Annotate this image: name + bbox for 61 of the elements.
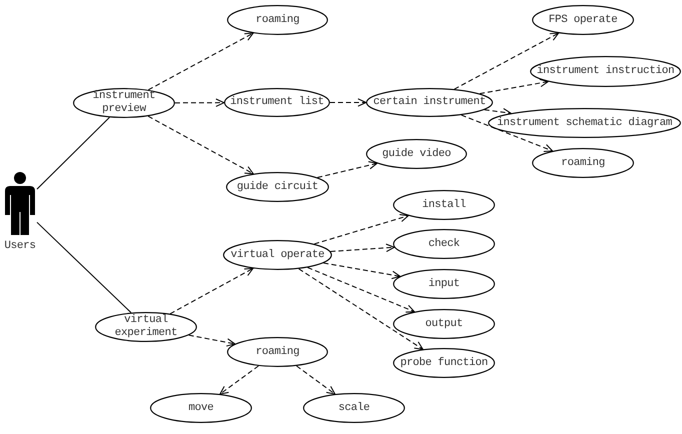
dashed-arrow — [307, 267, 415, 313]
dashed-arrow — [314, 214, 409, 244]
dashed-arrow — [174, 98, 224, 107]
use-case-ellipse — [95, 312, 197, 342]
use-case-label: virtual experiment — [114, 314, 178, 340]
use-case-label: guide video — [382, 148, 451, 160]
actor-label: Users — [4, 240, 36, 252]
use-case-label: check — [428, 238, 460, 250]
use-case-ellipse — [226, 172, 329, 202]
dashed-arrow — [220, 365, 259, 395]
use-case-label: certain instrument — [373, 96, 486, 109]
use-case-label: roaming — [256, 346, 300, 358]
use-case-ellipse — [393, 309, 495, 339]
use-case-label: instrument schematic diagram — [496, 116, 672, 130]
dashed-arrow — [148, 32, 254, 90]
dashed-arrow — [323, 262, 401, 280]
dashed-arrow — [479, 78, 549, 94]
use-case-ellipse — [532, 148, 634, 178]
use-case-label: install — [422, 198, 466, 212]
use-case-ellipse — [393, 229, 495, 259]
dashed-arrow — [170, 268, 254, 314]
use-case-label: roaming — [256, 14, 300, 26]
dashed-arrow — [484, 108, 512, 116]
use-case-label: guide circuit — [236, 180, 318, 194]
use-case-ellipse — [73, 88, 175, 118]
association-line — [36, 116, 110, 190]
use-case-label: input — [428, 278, 460, 290]
dashed-arrow — [148, 116, 254, 174]
use-case-ellipse — [530, 56, 681, 87]
use-case-ellipse — [366, 88, 493, 117]
use-case-ellipse — [393, 269, 495, 299]
use-case-label: probe function — [400, 356, 488, 370]
dashed-arrow — [330, 244, 395, 252]
use-case-ellipse — [227, 337, 328, 367]
use-case-label: instrument list — [230, 96, 324, 109]
use-case-ellipse — [488, 108, 681, 138]
use-case-label: instrument preview — [92, 90, 156, 116]
use-case-label: move — [188, 402, 214, 414]
dashed-arrow — [188, 334, 236, 347]
dashed-arrow — [298, 268, 424, 350]
use-case-ellipse — [150, 393, 252, 423]
dashed-arrow — [330, 98, 366, 107]
use-case-label: virtual operate — [230, 248, 324, 262]
use-case-ellipse — [366, 139, 467, 169]
use-case-ellipse — [223, 240, 332, 270]
use-case-ellipse — [303, 393, 405, 423]
use-case-ellipse — [227, 5, 328, 35]
use-case-ellipse — [393, 190, 495, 220]
dashed-arrow — [296, 365, 336, 395]
dashed-arrow — [460, 114, 553, 152]
use-case-label: output — [425, 318, 463, 330]
use-case-ellipse — [224, 88, 330, 117]
use-case-ellipse — [393, 348, 495, 378]
use-case-label: scale — [338, 402, 370, 414]
association-line — [36, 222, 132, 314]
use-case-label: instrument instruction — [536, 65, 674, 78]
dashed-arrow — [316, 161, 378, 178]
use-case-label: FPS operate — [548, 14, 618, 26]
use-case-ellipse — [532, 5, 634, 35]
dashed-arrow — [454, 32, 560, 90]
use-case-label: roaming — [561, 156, 605, 170]
